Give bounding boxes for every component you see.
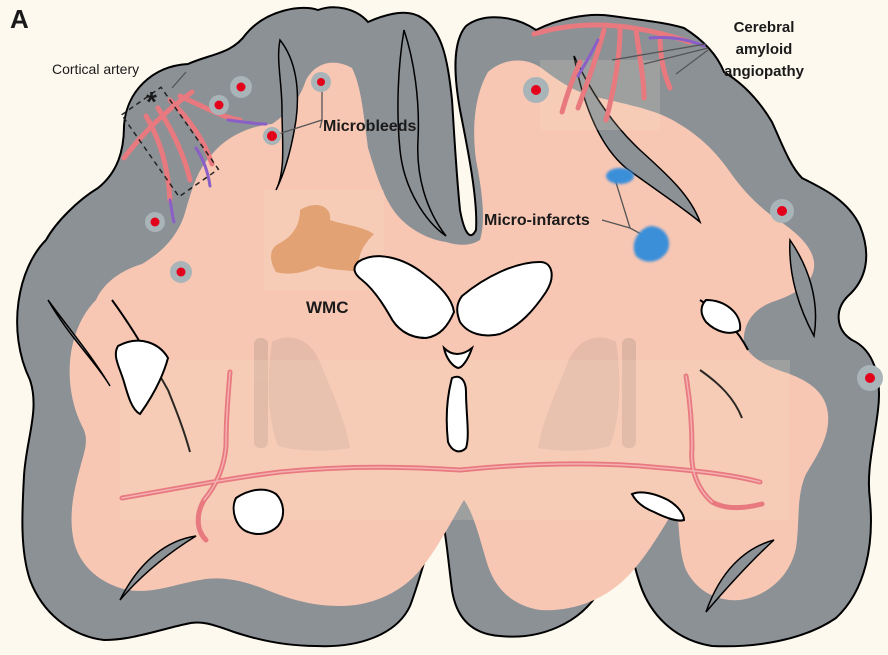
microbleeds-label: Microbleeds [323,118,416,136]
caa-label: Cerebral amyloid angiopathy [724,17,804,83]
micro-infarcts-label: Micro-infarcts [484,212,590,230]
caa-label-line-3: angiopathy [724,61,804,83]
caa-label-line-1: Cerebral [724,17,804,39]
wmc-label: WMC [306,298,348,318]
caa-label-line-2: amyloid [724,39,804,61]
asterisk-marker: * [146,86,157,118]
micro-infarct-small [606,168,634,184]
cortical-artery-label: Cortical artery [52,61,139,77]
panel-label: A [10,4,29,35]
